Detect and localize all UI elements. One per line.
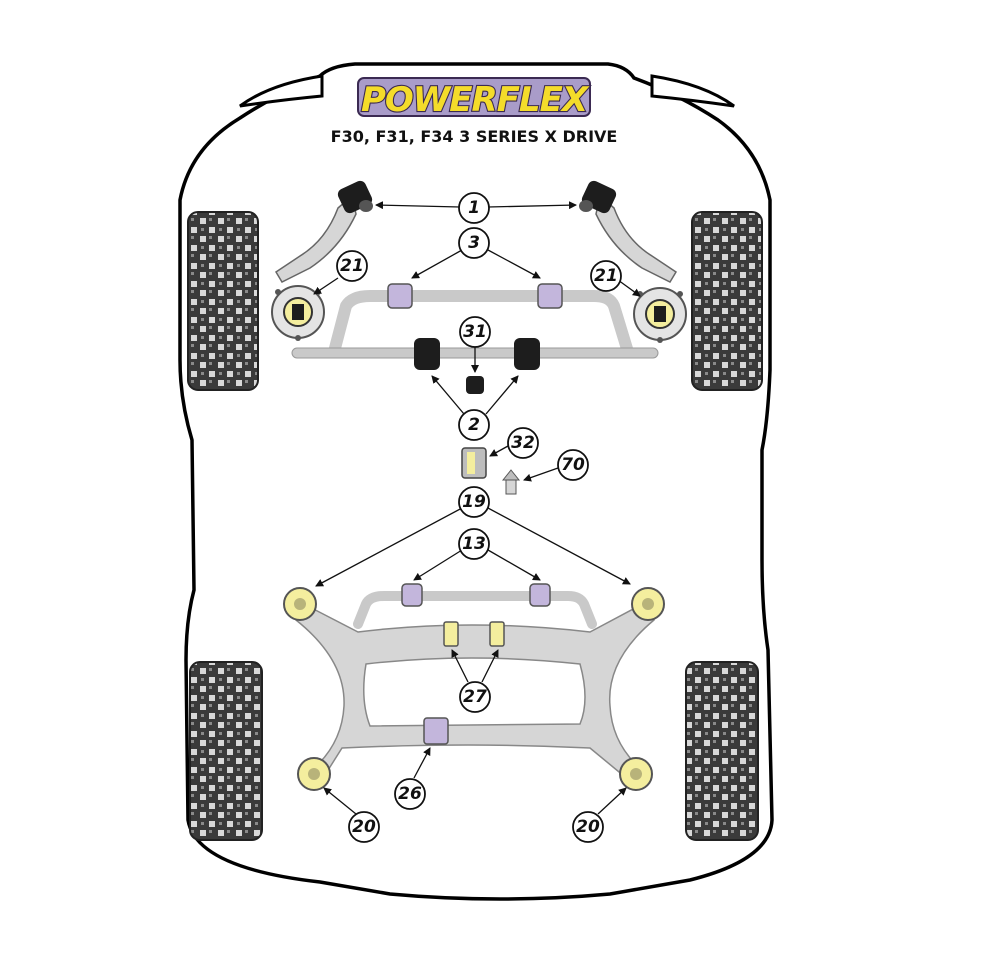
logo-wordmark: POWERFLEX [361,80,590,120]
mount-20-right [619,757,653,791]
car-body-outline [178,62,774,901]
tyre-front-right [691,211,763,391]
svg-text:32: 32 [511,433,535,453]
bush-1-left [337,180,373,214]
callout-2: 2 [458,409,490,441]
callout-20-left: 20 [348,811,380,843]
callout-21-right: 21 [590,260,622,292]
front-left-control-arm [274,194,357,283]
svg-text:20: 20 [352,817,376,837]
callout-26: 26 [394,778,426,810]
tyre-rear-right [685,661,759,841]
svg-text:19: 19 [462,492,486,512]
bush-31 [466,376,484,394]
svg-text:31: 31 [463,322,487,342]
bush-1-right [579,180,617,214]
powerflex-logo: POWERFLEX [357,77,592,121]
diff-mount-27-left [443,621,459,647]
clip-70 [501,469,521,495]
callout-70: 70 [557,449,589,481]
bush-3-left [387,283,413,309]
callout-13: 13 [458,528,490,560]
svg-text:21: 21 [340,256,364,276]
svg-text:1: 1 [468,198,480,218]
callout-3: 3 [458,227,490,259]
callout-20-right: 20 [572,811,604,843]
bush-13-left [401,583,423,607]
mount-20-left [297,757,331,791]
bush-3-right [537,283,563,309]
tyre-rear-left [189,661,263,841]
callout-1: 1 [458,192,490,224]
bush-2-right [514,338,540,370]
tyre-front-left [187,211,259,391]
svg-text:13: 13 [462,534,486,554]
front-anti-roll-bar [328,290,634,358]
diff-mount-26 [423,717,449,745]
callout-21-left: 21 [336,250,368,282]
model-subtitle: F30, F31, F34 3 SERIES X DRIVE [331,127,618,146]
left-mirror-outline [239,74,324,108]
leader-lines [313,201,641,815]
top-mount-21-left [271,285,325,341]
bush-13-right [529,583,551,607]
svg-text:21: 21 [594,266,618,286]
front-right-control-arm [595,194,678,283]
callout-31: 31 [459,316,491,348]
svg-text:3: 3 [468,233,480,253]
callout-19: 19 [458,486,490,518]
mount-19-right [631,587,665,621]
rear-anti-roll-bar [353,591,597,629]
callout-27: 27 [459,681,491,713]
diff-mount-27-right [489,621,505,647]
svg-text:2: 2 [468,415,480,435]
callout-32: 32 [507,427,539,459]
bush-2-left [414,338,440,370]
svg-text:70: 70 [561,455,585,475]
gearbox-mount-32 [461,447,487,479]
mount-19-left [283,587,317,621]
svg-text:20: 20 [576,817,600,837]
svg-text:27: 27 [463,687,487,707]
right-mirror-outline [650,74,735,108]
svg-text:26: 26 [398,784,422,804]
